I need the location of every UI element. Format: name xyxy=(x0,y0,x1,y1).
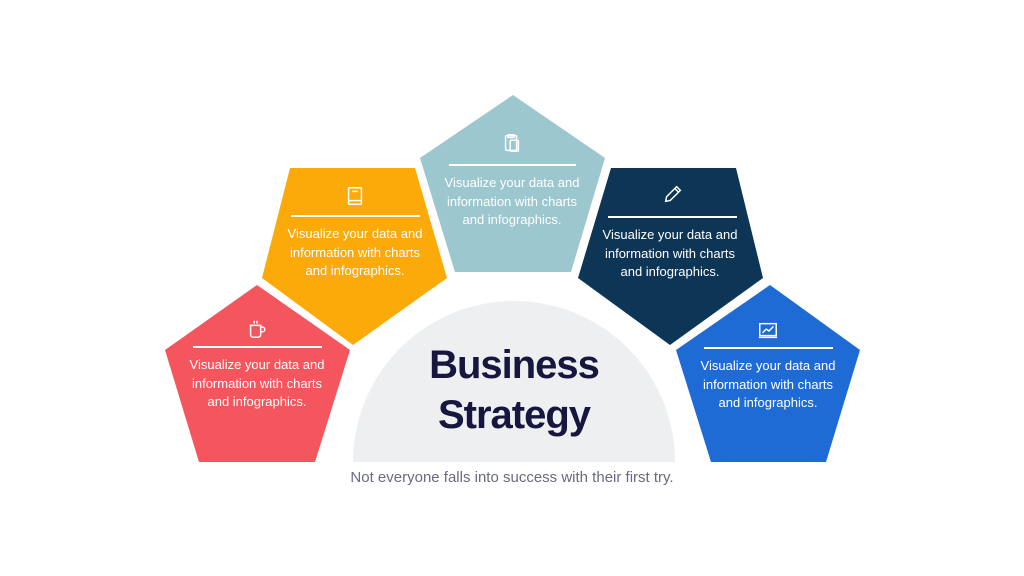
card-navy: Visualize your data and information with… xyxy=(600,183,740,282)
card-light-blue: Visualize your data and information with… xyxy=(442,132,582,230)
card-text: Visualize your data and information with… xyxy=(602,227,738,280)
pentagon-light-blue xyxy=(420,95,605,272)
card-text: Visualize your data and information with… xyxy=(444,175,580,228)
clipboard-icon xyxy=(504,134,520,152)
divider xyxy=(703,347,833,349)
page-title: Business Strategy xyxy=(353,340,675,440)
center-semicircle xyxy=(353,301,675,462)
card-red: Visualize your data and information with… xyxy=(187,318,327,412)
card-text: Visualize your data and information with… xyxy=(700,358,836,411)
pentagon-orange xyxy=(262,168,447,345)
pencil-icon xyxy=(664,185,682,203)
title-line-1: Business xyxy=(429,343,600,387)
card-text: Visualize your data and information with… xyxy=(287,226,423,279)
pentagon-blue xyxy=(676,285,860,462)
chart-monitor-icon xyxy=(758,322,778,339)
card-blue: Visualize your data and information with… xyxy=(698,320,838,413)
pentagon-red xyxy=(165,285,350,462)
card-orange: Visualize your data and information with… xyxy=(285,185,425,281)
divider xyxy=(192,346,322,348)
subtitle: Not everyone falls into success with the… xyxy=(350,469,674,486)
pentagon-navy xyxy=(578,168,763,345)
book-icon xyxy=(347,187,363,205)
divider xyxy=(290,215,420,217)
title-line-2: Strategy xyxy=(437,393,591,437)
card-text: Visualize your data and information with… xyxy=(189,357,325,410)
divider xyxy=(448,164,576,166)
coffee-cup-icon xyxy=(249,320,266,338)
divider xyxy=(608,216,737,218)
